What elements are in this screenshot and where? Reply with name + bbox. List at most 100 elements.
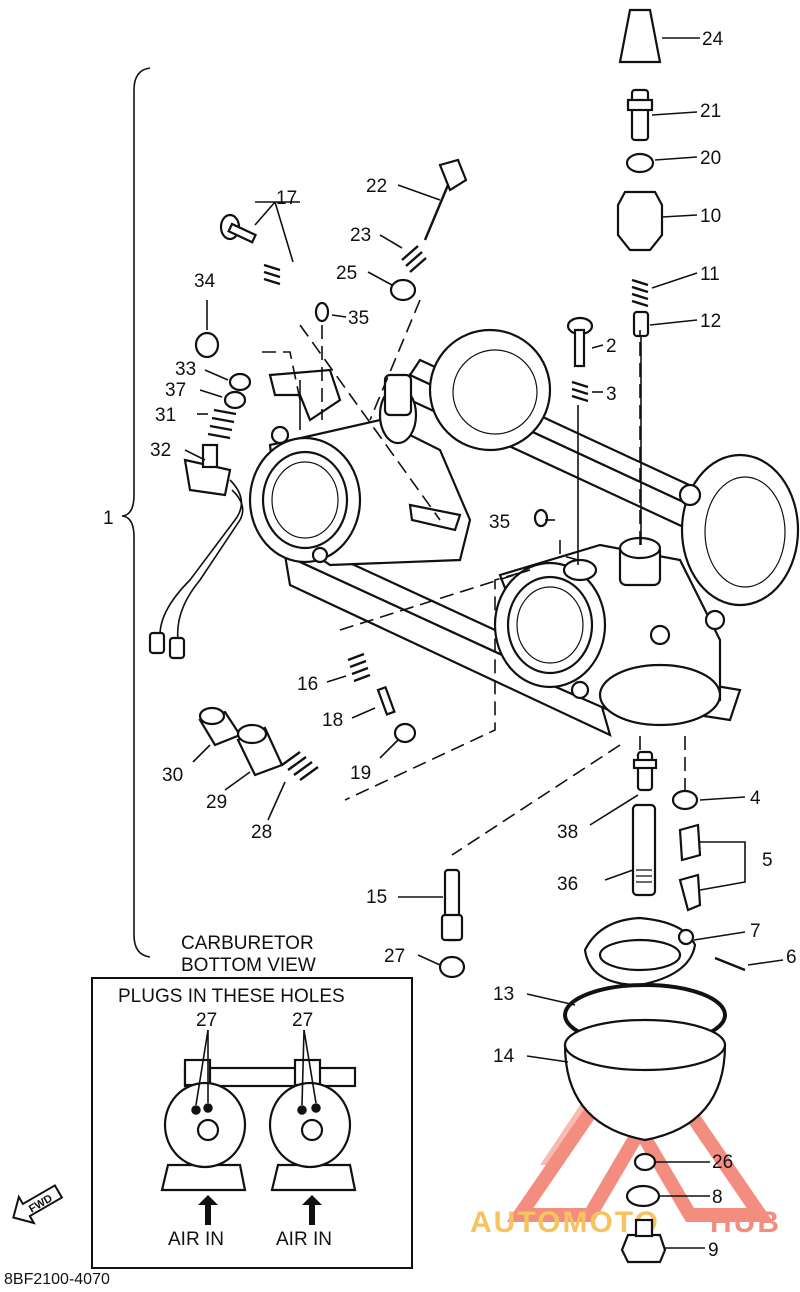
- dashed-guides: [262, 299, 686, 856]
- plug-label-left: 27: [196, 1010, 217, 1031]
- bottom-view-title-2: BOTTOM VIEW: [181, 955, 316, 976]
- label-38: 38: [557, 822, 578, 843]
- assembly-bracket: [121, 67, 151, 958]
- label-26: 26: [712, 1152, 733, 1173]
- label-10: 10: [700, 206, 721, 227]
- part-18-pin: [376, 685, 396, 716]
- air-in-right: AIR IN: [276, 1229, 332, 1250]
- part-32-sensor: [148, 443, 244, 660]
- part-34-cap: [194, 331, 220, 359]
- part-31-spring: [207, 408, 237, 440]
- label-8: 8: [712, 1187, 723, 1208]
- leader-lines: [184, 37, 784, 1249]
- part-14-bowl: [563, 1018, 727, 1142]
- label-29: 29: [206, 792, 227, 813]
- label-18: 18: [322, 710, 343, 731]
- part-35-oring-top: [314, 301, 330, 323]
- part-15-jet: [440, 868, 464, 942]
- part-29-sleeve: [236, 723, 284, 777]
- bottom-view-title-1: CARBURETOR: [181, 933, 314, 954]
- part-10-housing: [616, 190, 664, 252]
- part-25-cap: [389, 278, 417, 302]
- part-12-needle: [632, 310, 650, 545]
- part-19-clip: [393, 722, 417, 744]
- part-6-pin: [714, 956, 746, 972]
- part-28-spring: [281, 751, 319, 781]
- air-in-left: AIR IN: [168, 1229, 224, 1250]
- label-21: 21: [700, 101, 721, 122]
- label-6: 6: [786, 947, 797, 968]
- part-5-jets: [678, 823, 702, 912]
- label-35-mid: 35: [489, 512, 510, 533]
- carburetor-body: [248, 328, 800, 738]
- part-37-washer: [223, 390, 247, 410]
- part-float: [583, 916, 697, 987]
- watermark-text-1: AUTOMOTO: [470, 1206, 660, 1239]
- label-31: 31: [155, 405, 176, 426]
- label-23: 23: [350, 225, 371, 246]
- label-35-top: 35: [348, 308, 369, 329]
- part-35-oring-mid: [533, 508, 549, 528]
- part-16-spring: [347, 652, 371, 683]
- label-5: 5: [762, 850, 773, 871]
- plugs-box-title: PLUGS IN THESE HOLES: [118, 986, 345, 1007]
- air-arrow-left: [198, 1195, 218, 1225]
- part-code: 8BF2100-4070: [4, 1271, 110, 1287]
- label-13: 13: [493, 984, 514, 1005]
- label-17: 17: [276, 188, 297, 209]
- label-1: 1: [103, 508, 114, 529]
- part-23-spring: [401, 245, 427, 273]
- label-25: 25: [336, 263, 357, 284]
- label-2: 2: [606, 336, 617, 357]
- part-number-labels: 1 2 3 4 5 6 7 8 9 10 11 12 13 14 15 16 1…: [103, 29, 797, 1261]
- label-22: 22: [366, 176, 387, 197]
- label-32: 32: [150, 440, 171, 461]
- label-4: 4: [750, 788, 761, 809]
- part-26-screw: [633, 1152, 657, 1172]
- label-27: 27: [384, 946, 405, 967]
- part-21-fitting: [626, 88, 654, 142]
- label-34: 34: [194, 271, 216, 292]
- part-30-sleeve: [198, 706, 242, 747]
- part-36-tube: [631, 803, 657, 897]
- label-24: 24: [702, 29, 724, 50]
- bottom-view-inset: CARBURETOR BOTTOM VIEW PLUGS IN THESE HO…: [91, 933, 413, 1269]
- part-24-cap: [618, 8, 662, 64]
- part-2-screw: [566, 316, 594, 368]
- label-7: 7: [750, 921, 761, 942]
- part-9-plug: [620, 1218, 667, 1264]
- plug-label-right: 27: [292, 1010, 313, 1031]
- part-33-washer: [228, 372, 252, 392]
- label-9: 9: [708, 1240, 719, 1261]
- fwd-arrow: FWD: [12, 1184, 64, 1225]
- label-12: 12: [700, 311, 721, 332]
- label-3: 3: [606, 384, 617, 405]
- label-33: 33: [175, 359, 196, 380]
- part-20-washer: [625, 152, 655, 174]
- label-30: 30: [162, 765, 183, 786]
- label-28: 28: [251, 822, 272, 843]
- label-14: 14: [493, 1046, 515, 1067]
- label-19: 19: [350, 763, 371, 784]
- part-3-spring: [571, 380, 589, 403]
- label-15: 15: [366, 887, 387, 908]
- part-22-screw: [423, 158, 468, 241]
- label-16: 16: [297, 674, 318, 695]
- fwd-label: FWD: [27, 1192, 55, 1215]
- part-4-washer: [671, 789, 699, 811]
- air-arrow-right: [302, 1195, 322, 1225]
- part-17-screw-spring: [219, 213, 281, 286]
- bottom-carb-right: [268, 1029, 357, 1192]
- label-20: 20: [700, 148, 721, 169]
- watermark-text-2: HUB: [710, 1206, 781, 1239]
- label-36: 36: [557, 874, 578, 895]
- part-27-plug: [438, 955, 466, 979]
- label-37: 37: [165, 380, 186, 401]
- part-8-washer: [625, 1184, 661, 1208]
- throttle-linkage: [268, 368, 462, 532]
- plugs-box: [91, 977, 413, 1269]
- label-11: 11: [700, 264, 720, 285]
- bottom-carb-left: [160, 1029, 247, 1192]
